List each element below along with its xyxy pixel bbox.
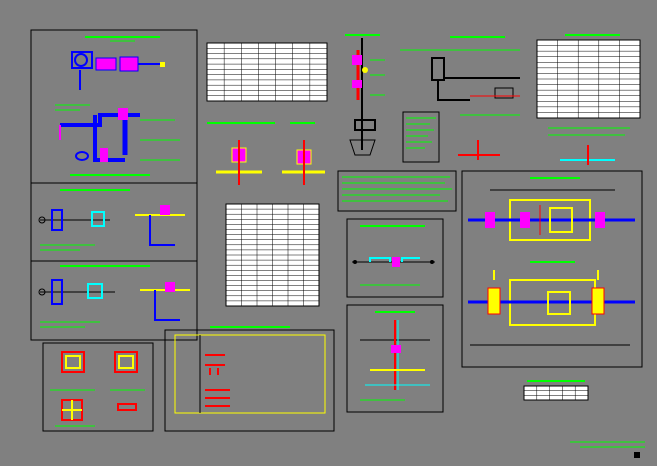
table-top-right [536, 34, 641, 129]
panel-valve-assembly-plan [461, 170, 643, 368]
table-top-center [206, 42, 328, 102]
panel-section-a [30, 182, 198, 262]
notes-box-small [402, 111, 440, 163]
valve-details [207, 122, 325, 185]
pump-elevation-diagram [400, 36, 520, 116]
notes-block-center [337, 170, 457, 212]
sheet-footer [570, 441, 645, 458]
panel-pump-isometric [30, 29, 198, 184]
panel-bottom-center [164, 326, 335, 432]
vertical-riser-diagram [345, 34, 385, 156]
table-middle [225, 203, 320, 307]
panel-center-mid [346, 218, 444, 298]
panel-center-bottom [346, 304, 444, 413]
panel-section-b [30, 260, 198, 341]
tee-fitting-details [458, 134, 625, 165]
panel-details-bottom-left [42, 342, 154, 432]
table-bottom-right [523, 380, 589, 401]
